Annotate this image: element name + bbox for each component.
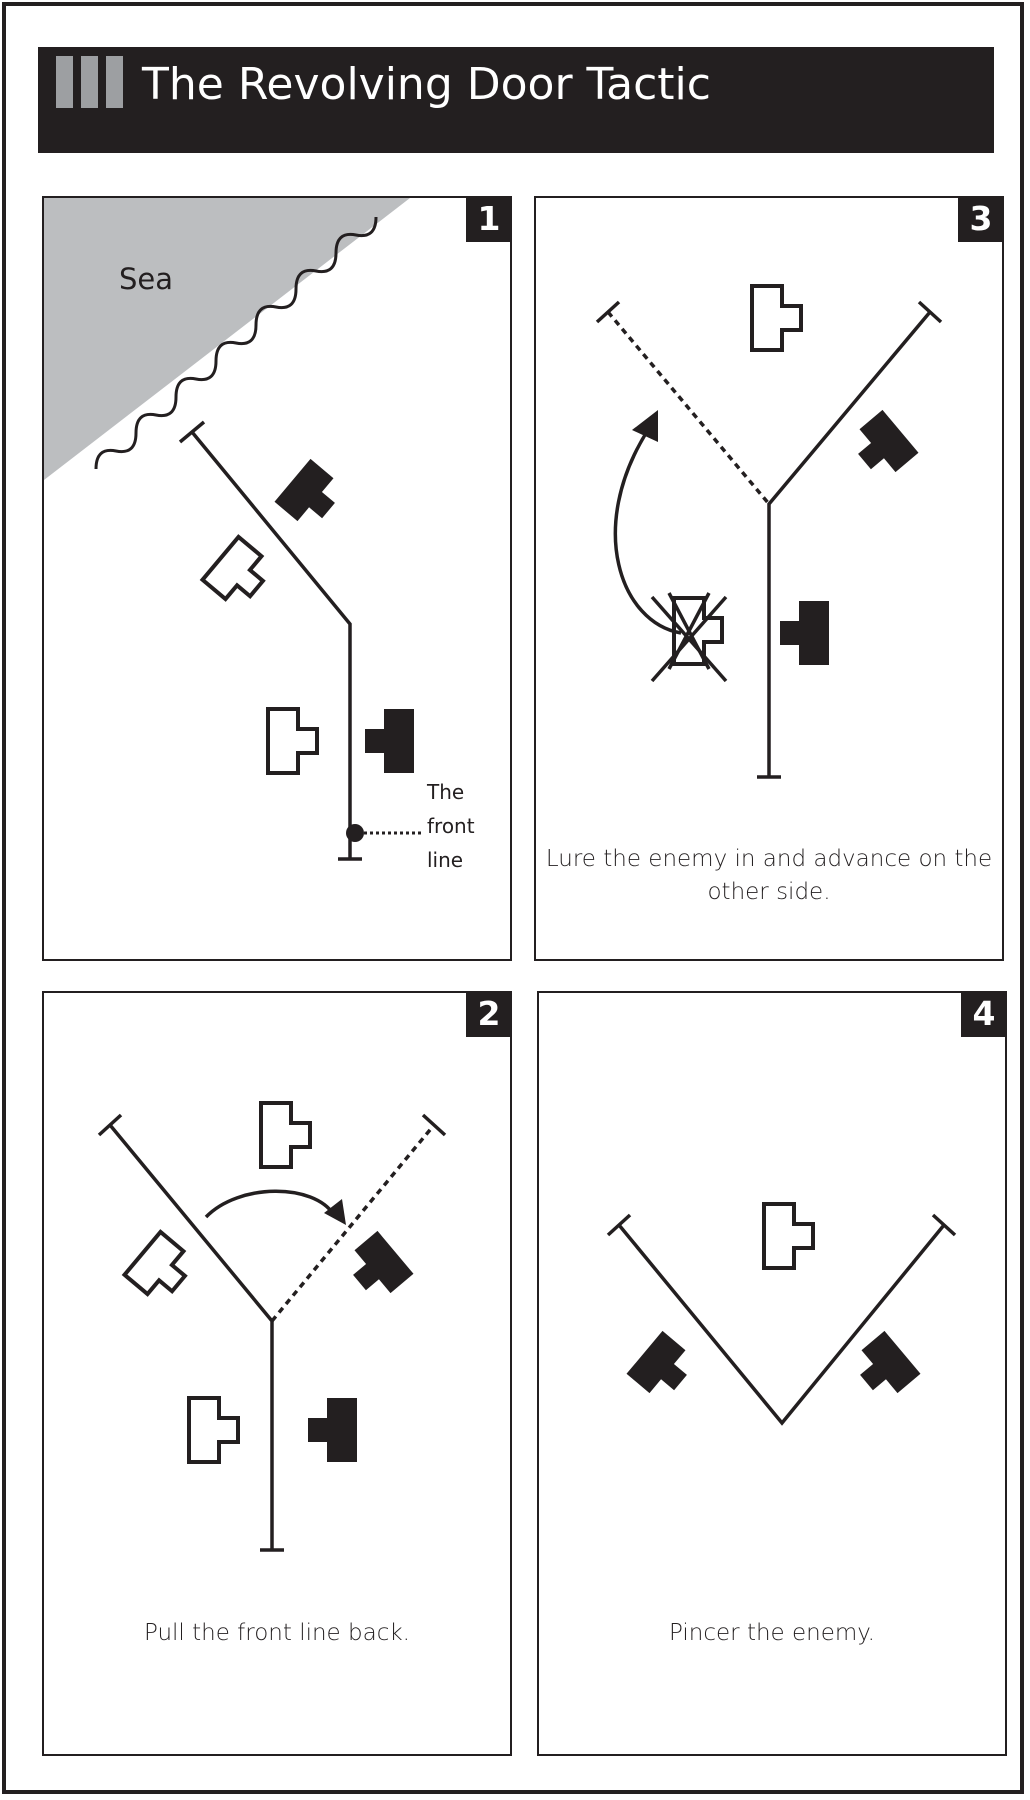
enemy-unit-icon bbox=[780, 601, 829, 665]
friendly-unit-icon bbox=[121, 1229, 188, 1297]
title-bar-decoration bbox=[56, 56, 73, 108]
panel-2-diagram bbox=[97, 1101, 447, 1552]
page-title: The Revolving Door Tactic bbox=[142, 59, 711, 110]
friendly-unit-icon bbox=[187, 1396, 240, 1464]
enemy-unit-icon bbox=[308, 1398, 357, 1462]
sea-area bbox=[44, 198, 410, 480]
front-line bbox=[606, 1213, 957, 1426]
panel-4-caption: Pincer the enemy. bbox=[669, 1620, 875, 1646]
front-line-label: The front line bbox=[427, 780, 475, 872]
friendly-unit-icon bbox=[750, 284, 803, 352]
title-bar-decoration bbox=[81, 56, 98, 108]
enemy-unit-icon bbox=[858, 409, 919, 473]
friendly-unit-icon bbox=[259, 1101, 312, 1169]
sea-label: Sea bbox=[119, 262, 174, 296]
panel-3: Lure the enemy in and advance on the oth… bbox=[534, 196, 1004, 961]
panel-4-diagram bbox=[606, 1202, 957, 1426]
panel-2-caption: Pull the front line back. bbox=[143, 1620, 410, 1646]
enemy-unit-icon bbox=[353, 1230, 414, 1294]
panel-1: Sea The front line 1 bbox=[42, 196, 512, 961]
panel-number: 2 bbox=[466, 991, 512, 1037]
enemy-unit-icon bbox=[274, 458, 335, 522]
panel-4: Pincer the enemy. 4 bbox=[537, 991, 1007, 1756]
panel-number: 4 bbox=[961, 991, 1007, 1037]
panel-2: Pull the front line back. 2 bbox=[42, 991, 512, 1756]
arrow-head bbox=[324, 1199, 346, 1225]
front-line-marker bbox=[346, 824, 364, 842]
sea-wave-icon bbox=[94, 216, 378, 470]
front-line bbox=[178, 420, 362, 861]
panel-number: 1 bbox=[466, 196, 512, 242]
front-line bbox=[595, 300, 943, 779]
friendly-unit-icon bbox=[762, 1202, 815, 1270]
curved-arrow-icon bbox=[204, 1189, 336, 1219]
panel-3-diagram bbox=[595, 284, 943, 779]
curved-arrow-icon bbox=[613, 429, 682, 635]
arrow-head bbox=[632, 410, 658, 442]
panel-number: 3 bbox=[958, 196, 1004, 242]
title-banner: The Revolving Door Tactic bbox=[38, 47, 994, 153]
enemy-unit-icon bbox=[626, 1330, 687, 1394]
panel-1-diagram bbox=[44, 198, 422, 861]
destroyed-unit-icon bbox=[650, 592, 728, 683]
front-line bbox=[97, 1113, 447, 1552]
enemy-unit-icon bbox=[365, 709, 414, 773]
enemy-unit-icon bbox=[860, 1330, 921, 1394]
friendly-unit-icon bbox=[266, 707, 319, 775]
title-bar-decoration bbox=[106, 56, 123, 108]
friendly-unit-icon bbox=[199, 534, 266, 602]
panel-3-caption: Lure the enemy in and advance on the oth… bbox=[545, 846, 993, 905]
